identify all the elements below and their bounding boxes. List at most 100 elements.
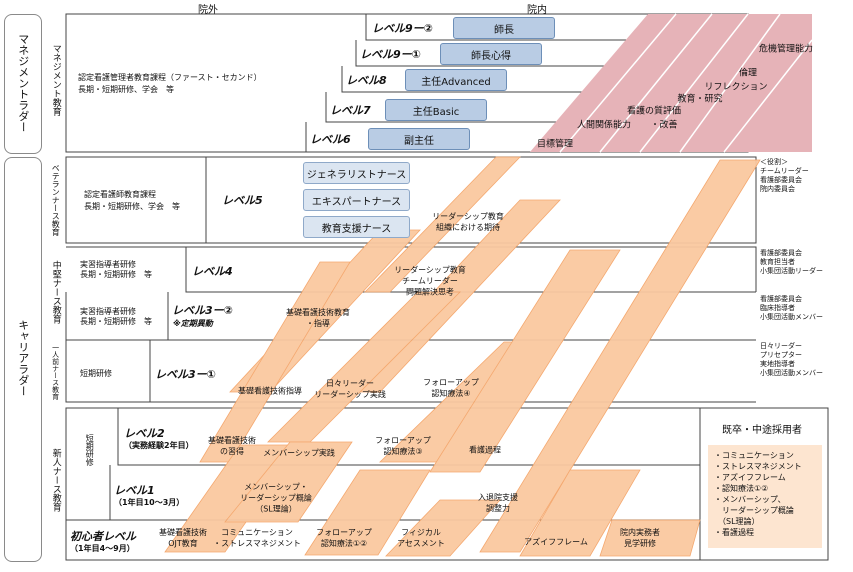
band-followup-3: フォローアップ 認知療法③ [375,436,431,456]
level-3-2-note: ※定期異動 [173,319,213,328]
role-note: 日々リーダー [760,342,802,350]
band-membership: メンバーシップ実践 [263,448,335,458]
mid-career-title: 既卒・中途採用者 [722,425,802,436]
level-1: レベル1 [114,484,155,497]
role-note: チームリーダー [760,167,809,175]
band-discharge-support: 入退院支援 調整力 [478,493,518,513]
level-9-2: レベル9ー② [372,22,433,35]
competency-relations: 人間関係能力 [576,120,632,131]
career-ladder-label: キャリアラダー [16,319,30,397]
mid-career-item: ・看護過程 [714,528,754,537]
mid-career-item: リーダーシップ概論 [714,506,794,515]
role-note: 小集団活動メンバー [760,369,823,377]
role-chief-basic: 主任Basic [385,99,487,121]
roles-solo: 日々リーダー プリセプター 実地指導者 小集団活動メンバー [760,342,823,378]
instructor-training-1: 実習指導者研修 [80,260,136,269]
level-8: レベル8 [346,74,387,87]
mid-career-item: ・ストレスマネジメント [714,462,802,471]
band-physical-assessment: フィジカル アセスメント [397,528,445,548]
level-novice: 初心者レベル [70,530,136,543]
band-membership-leadership: メンバーシップ・ リーダーシップ概論 （SL理論） [240,482,312,514]
instructor-training-2: 実習指導者研修 [80,307,136,316]
section-veteran-education: ベテランナース教育 [51,164,61,236]
career-ladder-box: キャリアラダー [4,157,42,562]
level-2: レベル2 [124,427,165,440]
band-basic-skill-acquire: 基礎看護技術 の習得 [208,436,256,456]
competency-education-research: 教育・研究 [677,94,723,105]
level-novice-note: （1年目4～9月） [70,544,135,553]
band-followup-12: フォローアップ 認知療法①② [316,528,372,548]
level-3-1: レベル3ー① [155,368,216,381]
manager-short-text: 長期・短期研修、学会 等 [78,85,174,94]
header-outside: 院外 [198,5,218,16]
mid-career-item: ・アズイフフレーム [714,473,786,482]
band-nursing-process: 看護過程 [469,445,501,455]
competency-quality: 看護の質評価 [626,106,682,117]
role-expert: エキスパートナース [303,189,410,211]
band-daily-leader: 日々リーダー リーダーシップ実践 [314,379,386,399]
role-note: 臨床指導者 [760,304,795,312]
short-training: 短期研修 [80,369,112,378]
level-7: レベル7 [330,104,371,117]
roles-veteran: ＜役割＞ チームリーダー 看護部委員会 院内委員会 [760,158,809,194]
level-1-note: （1年目10～3月） [114,498,185,507]
roles-mid-1: 看護部委員会 教育担当者 小集団活動リーダー [760,249,823,276]
educator-course-text: 認定看護師教育課程 [84,190,156,199]
mid-career-list: ・コミュニケーション ・ストレスマネジメント ・アズイフフレーム ・認知療法①②… [714,450,802,538]
role-note: 看護部委員会 [760,176,802,184]
role-note: 小集団活動リーダー [760,267,823,275]
management-ladder-label: マネジメントラダー [16,33,30,133]
management-ladder-box: マネジメントラダー [4,14,42,154]
role-head-nurse: 師長 [453,17,555,39]
level-3-2: レベル3ー② [172,304,233,317]
mid-career-item: ・認知療法①② [714,484,769,493]
instructor-training-2-short: 長期・短期研修 等 [80,317,152,326]
manager-course-text: 認定看護管理者教育課程（ファースト・セカンド） [78,73,262,82]
mid-career-item: ・コミュニケーション [714,451,794,460]
level-2-note: （実務経験2年目） [124,441,194,450]
competency-improve: ・改善 [650,120,678,131]
role-education-support: 教育支援ナース [303,216,410,238]
band-leadership-org: リーダーシップ教育 組織における期待 [432,212,504,232]
role-note: 院内委員会 [760,185,795,193]
role-note: プリセプター [760,351,802,359]
role-note: 小集団活動メンバー [760,313,823,321]
role-note: 看護部委員会 [760,295,802,303]
role-note: 教育担当者 [760,258,795,266]
band-followup-4: フォローアップ 認知療法④ [423,378,479,398]
role-chief-advanced: 主任Advanced [405,69,507,91]
section-management-education: マネジメント教育 [50,44,61,116]
header-inside: 院内 [527,5,547,16]
role-deputy-chief: 副主任 [368,128,470,150]
role-note: ＜役割＞ [760,158,788,166]
band-basic-skill-guidance: 基礎看護技術指導 [238,386,302,396]
band-basic-skill-teaching: 基礎看護技術教育 ・指導 [286,308,350,328]
level-5: レベル5 [222,194,263,207]
level-9-1: レベル9ー① [360,48,421,61]
role-note: 看護部委員会 [760,249,802,257]
band-leadership-team: リーダーシップ教育 チームリーダー 問題解決思考 [394,265,466,297]
mid-career-item: （SL理論） [714,517,760,526]
competency-ethics: 倫理 [738,68,758,79]
band-communication: コミュニケーション ・ストレスマネジメント [213,528,301,548]
competency-crisis-1: 危機管理能力 [758,44,814,55]
educator-short-text: 長期・短期研修、学会 等 [84,202,180,211]
level-6: レベル6 [310,133,351,146]
band-observation: 院内実務者 見学研修 [620,528,660,548]
band-basic-skill-ojt: 基礎看護技術 OJT教育 [159,528,207,548]
role-note: 実地指導者 [760,360,795,368]
mid-career-item: ・メンバーシップ、 [714,495,786,504]
band-as-if-frame: アズイフフレーム [524,537,588,547]
level-4: レベル4 [192,265,233,278]
role-head-nurse-trainee: 師長心得 [440,43,542,65]
instructor-training-1-short: 長期・短期研修 等 [80,270,152,279]
section-new-education: 新人ナース教育 [50,448,61,512]
roles-mid-2: 看護部委員会 臨床指導者 小集団活動メンバー [760,295,823,322]
competency-reflection: リフレクション [704,82,768,93]
role-generalist: ジェネラリストナース [303,162,410,184]
section-mid-education: 中堅ナース教育 [50,260,61,324]
section-solo-education: 一人前ナース教育 [51,344,60,400]
new-short-training: 短期研修 [85,434,95,466]
competency-goal: 目標管理 [536,139,574,150]
